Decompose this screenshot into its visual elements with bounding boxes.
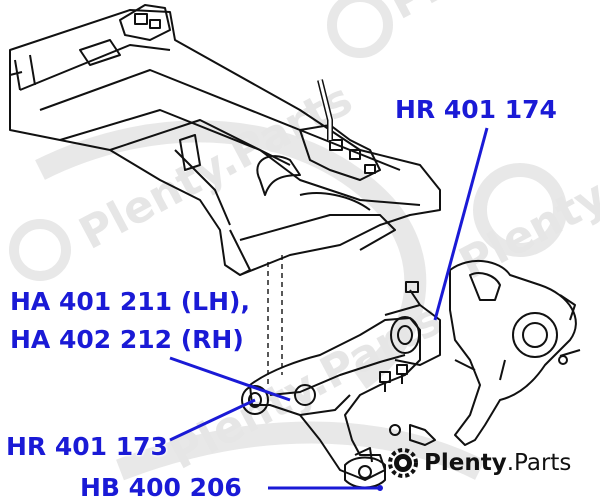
leader-ha401211 [169, 356, 291, 402]
brand-suffix: .Parts [506, 450, 572, 476]
watermark-text: Plenty Plenty.Parts Plenty.P Plenty.Part… [71, 0, 600, 480]
gear-logo-icon [388, 448, 418, 478]
leader-hr401174 [433, 127, 489, 321]
brand-name: Plenty [424, 450, 507, 476]
callout-ha402212: HA 402 212 (RH) [10, 325, 244, 354]
callout-hr401173: HR 401 173 [6, 432, 168, 461]
subframe [9, 4, 441, 276]
leader-hr401173 [169, 398, 256, 442]
leader-dot [377, 485, 383, 491]
callout-ha401211: HA 401 211 (LH), [10, 287, 250, 316]
control-arm [241, 281, 441, 489]
callout-hr401174: HR 401 174 [395, 95, 557, 124]
svg-text:Plenty: Plenty [381, 0, 545, 30]
leader-lines [169, 127, 489, 490]
guide-lines [267, 255, 283, 385]
brand-logo: Plenty.Parts [386, 446, 571, 480]
callout-hb400206: HB 400 206 [80, 473, 242, 502]
steering-knuckle [449, 259, 581, 446]
